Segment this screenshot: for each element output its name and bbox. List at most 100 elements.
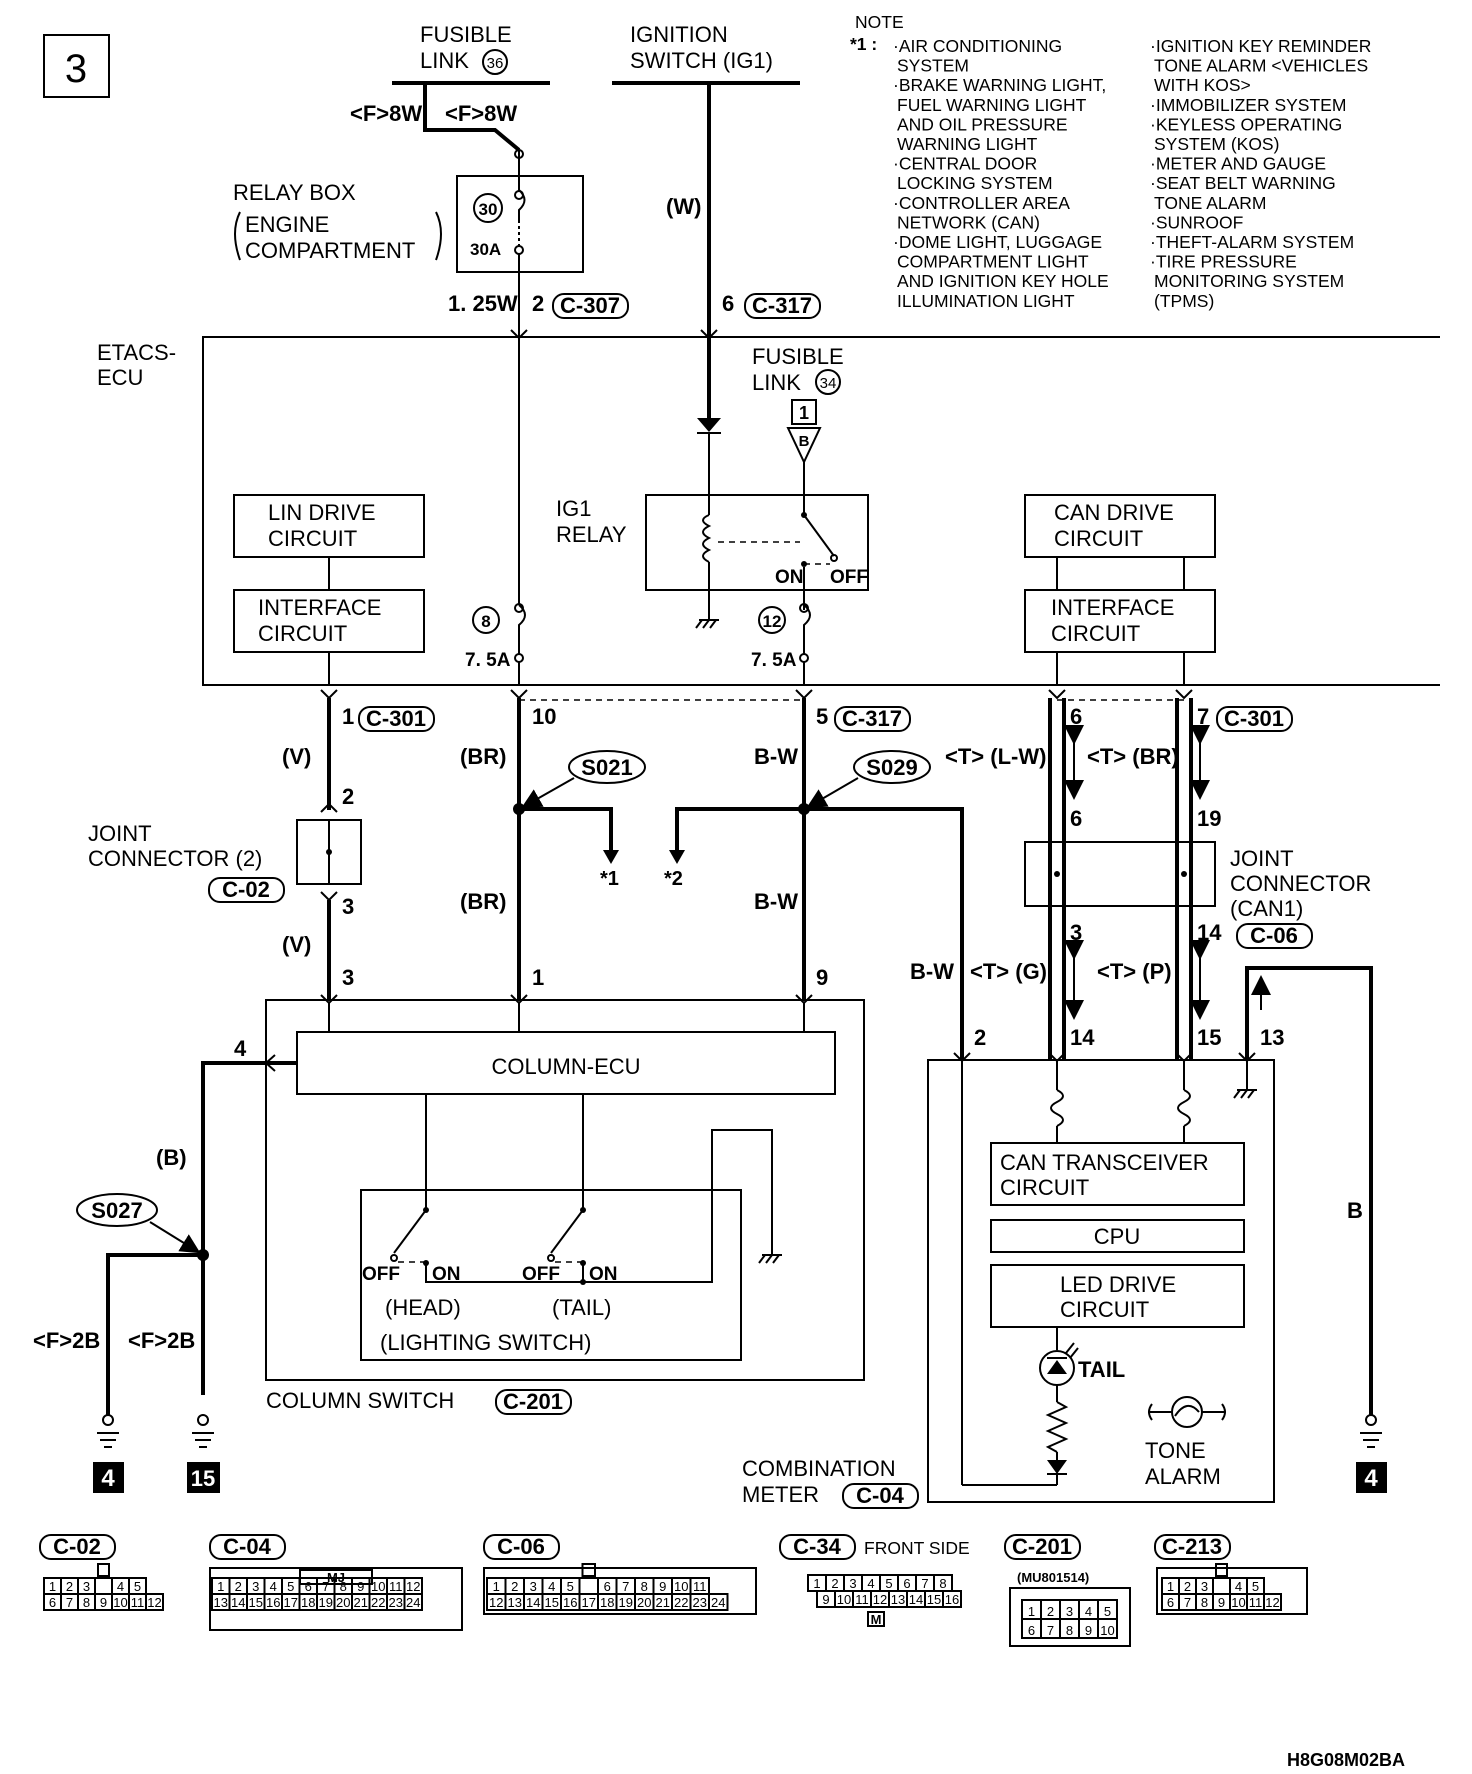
connector-pin: 13 bbox=[891, 1592, 905, 1607]
note-line: TONE ALARM <VEHICLES bbox=[1154, 56, 1368, 76]
connector-pin: 12 bbox=[406, 1579, 420, 1594]
connector-pin: 9 bbox=[1218, 1595, 1225, 1610]
note-line: ·BRAKE WARNING LIGHT, bbox=[893, 75, 1106, 95]
label-line: ETACS- bbox=[97, 340, 176, 365]
connector-pin: 19 bbox=[319, 1595, 333, 1610]
wire-color: (V) bbox=[282, 744, 311, 769]
label-line: CAN DRIVE bbox=[1054, 500, 1174, 525]
connector-pin: 15 bbox=[545, 1595, 559, 1610]
connector-tag: M bbox=[871, 1612, 882, 1627]
pin-number: 6 bbox=[1070, 704, 1082, 729]
pin-number: 6 bbox=[722, 291, 734, 316]
note-line: SYSTEM (KOS) bbox=[1154, 134, 1279, 154]
connector-pin: 8 bbox=[939, 1576, 946, 1591]
note-title: NOTE bbox=[855, 12, 904, 32]
connector-pin: 7 bbox=[1047, 1623, 1054, 1638]
cpu-label: CPU bbox=[1094, 1224, 1140, 1249]
note-line: ·TIRE PRESSURE bbox=[1150, 252, 1297, 272]
label-line: (CAN1) bbox=[1230, 896, 1303, 921]
connector-pin: 16 bbox=[945, 1592, 959, 1607]
connector-pin: 1 bbox=[217, 1579, 224, 1594]
connector-pin: 23 bbox=[693, 1595, 707, 1610]
wire-color: (BR) bbox=[460, 889, 506, 914]
fuse-number: 30 bbox=[479, 200, 498, 219]
label-line: IG1 bbox=[556, 496, 591, 521]
note-line: (TPMS) bbox=[1154, 291, 1214, 311]
connector-pin: 6 bbox=[49, 1595, 56, 1610]
head-label: (HEAD) bbox=[385, 1295, 461, 1320]
label-line: RELAY bbox=[556, 522, 627, 547]
connector-pin: 1 bbox=[49, 1579, 56, 1594]
label-line: COMPARTMENT bbox=[245, 238, 415, 263]
combination-meter: CAN TRANSCEIVER CIRCUIT CPU LED DRIVE CI… bbox=[742, 1052, 1275, 1509]
note-line: ·SUNROOF bbox=[1150, 212, 1243, 232]
connector-pin: 12 bbox=[873, 1592, 887, 1607]
pin-number: 14 bbox=[1197, 920, 1222, 945]
connector-pin: 5 bbox=[134, 1579, 141, 1594]
column-switch-label: COLUMN SWITCH bbox=[266, 1388, 454, 1413]
label-line: CIRCUIT bbox=[1000, 1175, 1089, 1200]
connector-pin: 7 bbox=[66, 1595, 73, 1610]
connector-pin: 21 bbox=[656, 1595, 670, 1610]
mid-wiring: 2 3 JOINT CONNECTOR (2) C-02 (V) 3 *1 S0… bbox=[88, 698, 1373, 1415]
connector-pin: 8 bbox=[340, 1579, 347, 1594]
label-line: SWITCH (IG1) bbox=[630, 48, 773, 73]
note-line: NETWORK (CAN) bbox=[897, 212, 1040, 232]
connector-pin: 6 bbox=[903, 1576, 910, 1591]
connector-pin: 14 bbox=[526, 1595, 540, 1610]
connector-pin: 1 bbox=[1167, 1579, 1174, 1594]
label-line: LINK bbox=[752, 370, 801, 395]
connector-pin: 16 bbox=[266, 1595, 280, 1610]
wire-color: <T> (P) bbox=[1097, 959, 1172, 984]
connector-pin: 20 bbox=[637, 1595, 651, 1610]
note-line: ·KEYLESS OPERATING bbox=[1150, 114, 1342, 134]
connector-pin: 18 bbox=[600, 1595, 614, 1610]
note-marker: *1 : bbox=[850, 34, 877, 54]
connector-pin: 4 bbox=[1235, 1579, 1242, 1594]
connector-pin: 16 bbox=[563, 1595, 577, 1610]
connector-pin: 5 bbox=[1252, 1579, 1259, 1594]
connector-pin: 24 bbox=[711, 1595, 725, 1610]
connector-pin: 5 bbox=[287, 1579, 294, 1594]
connector-pin: 13 bbox=[214, 1595, 228, 1610]
connector-label: C-02 bbox=[222, 877, 270, 902]
fuse-number: 8 bbox=[481, 612, 490, 631]
middle-pin-labels: 1 C-301 10 5 C-317 6 7 C-301 (V) (BR) B-… bbox=[282, 704, 1293, 769]
label-line: JOINT bbox=[88, 821, 152, 846]
wire-label: <F>8W bbox=[350, 101, 422, 126]
fuse-rating: 7. 5A bbox=[751, 650, 797, 671]
connector-label: C-301 bbox=[366, 706, 426, 731]
connector-name: C-04 bbox=[223, 1534, 271, 1559]
connector-label: C-317 bbox=[842, 706, 902, 731]
connector-pin: 2 bbox=[235, 1579, 242, 1594]
connector-pin: 17 bbox=[284, 1595, 298, 1610]
connector-pin: 10 bbox=[113, 1595, 127, 1610]
label-line: CIRCUIT bbox=[1060, 1297, 1149, 1322]
connector-pin: 11 bbox=[131, 1595, 145, 1610]
wire-color: <T> (BR) bbox=[1087, 744, 1179, 769]
wire-color: B bbox=[1347, 1198, 1363, 1223]
note-line: ·CONTROLLER AREA bbox=[893, 193, 1070, 213]
connector-label: C-301 bbox=[1224, 706, 1284, 731]
ground-s027: (B) S027 <F>2B <F>2B 4 15 4 bbox=[33, 1145, 1387, 1493]
label-line: FUSIBLE bbox=[752, 344, 844, 369]
connector-pin: 23 bbox=[389, 1595, 403, 1610]
note-line: ·THEFT-ALARM SYSTEM bbox=[1150, 232, 1354, 252]
connector-pin: 2 bbox=[1184, 1579, 1191, 1594]
connector-pin: 10 bbox=[371, 1579, 385, 1594]
connector-name: C-02 bbox=[53, 1534, 101, 1559]
pin-number: 2 bbox=[974, 1025, 986, 1050]
etacs-ecu-frame: ETACS- ECU FUSIBLE LINK 34 1 B LIN DRIVE… bbox=[97, 329, 1440, 686]
note-line: WITH KOS> bbox=[1154, 75, 1251, 95]
connector-pin: 4 bbox=[1085, 1604, 1092, 1619]
connector-pin: 11 bbox=[693, 1579, 707, 1594]
connector-pin: 4 bbox=[548, 1579, 555, 1594]
connector-pin: 19 bbox=[619, 1595, 633, 1610]
connector-pin: 7 bbox=[322, 1579, 329, 1594]
